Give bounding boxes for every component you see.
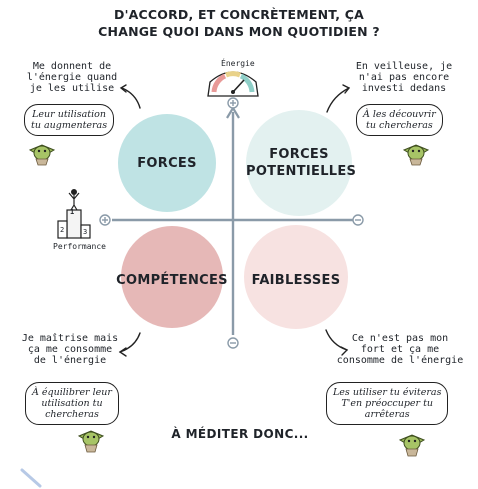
note-line: de l'énergie — [33, 355, 107, 366]
yoda-bottom-right-icon — [398, 434, 426, 457]
bubble-line: Les utiliser tu éviteras — [333, 387, 442, 398]
gauge-icon — [207, 71, 259, 97]
podium-first: 1 — [70, 208, 75, 216]
bubble-line: arrêteras — [364, 409, 410, 420]
yoda-top-right-icon — [402, 144, 430, 166]
page-title: D'ACCORD, ET CONCRÈTEMENT, ÇA CHANGE QUO… — [60, 6, 418, 40]
bubble-line: tu augmenteras — [31, 120, 108, 131]
faiblesses-label: FAIBLESSES — [251, 273, 341, 288]
note-line: Me donnent de — [32, 61, 112, 72]
note-line: ça me consomme — [27, 344, 113, 355]
footer-text: À MÉDITER DONC... — [171, 427, 309, 441]
note-line: Je maîtrise mais — [21, 333, 119, 344]
arrow-top-left — [121, 87, 141, 109]
note-line: investi dedans — [361, 83, 447, 94]
title-line-1: D'ACCORD, ET CONCRÈTEMENT, ÇA — [114, 7, 364, 22]
note-line: Ce n'est pas mon — [351, 333, 449, 344]
podium-second: 2 — [60, 226, 65, 234]
forces-potentielles-line-2: POTENTIELLES — [246, 164, 357, 179]
note-line: je les utilise — [29, 83, 115, 94]
forces-potentielles-label: FORCES POTENTIELLES — [246, 146, 357, 180]
bubble-top-left: Leur utilisation tu augmenteras — [24, 104, 115, 136]
bubble-bottom-right: Les utiliser tu éviteras T'en préoccuper… — [326, 382, 449, 425]
note-line: fort et ça me — [360, 344, 440, 355]
vertical-axis — [226, 105, 240, 335]
bubble-line: utilisation tu — [41, 398, 103, 409]
faiblesses-circle — [244, 225, 348, 329]
note-bottom-left: Je maîtrise mais ça me consomme de l'éne… — [20, 333, 120, 366]
yoda-bottom-left-icon — [77, 430, 105, 453]
forces-potentielles-line-1: FORCES — [269, 147, 329, 162]
podium-third: 3 — [83, 228, 88, 236]
forces-label: FORCES — [137, 156, 197, 171]
arrow-bottom-left — [119, 332, 141, 353]
yoda-top-left-icon — [28, 144, 56, 166]
note-line: n'ai pas encore — [358, 72, 450, 83]
title-line-2: CHANGE QUOI DANS MON QUOTIDIEN ? — [98, 24, 380, 39]
bubble-line: tu chercheras — [366, 120, 433, 131]
bubble-top-right: À les découvrir tu chercheras — [356, 104, 443, 136]
note-top-right: En veilleuse, je n'ai pas encore investi… — [352, 61, 456, 94]
competences-circle — [121, 226, 223, 328]
performance-axis-label: Performance — [53, 242, 106, 251]
energy-axis-label: Énergie — [221, 59, 255, 68]
bubble-line: À les découvrir — [363, 109, 436, 120]
note-line: l'énergie quand — [26, 72, 118, 83]
note-bottom-right: Ce n'est pas mon fort et ça me consomme … — [334, 333, 466, 366]
bubble-line: Leur utilisation — [32, 109, 106, 120]
bubble-line: T'en préoccuper tu — [341, 398, 434, 409]
forces-circle — [118, 114, 216, 212]
bubble-bottom-left: À équilibrer leur utilisation tu cherche… — [25, 382, 119, 425]
arrow-top-right — [326, 87, 350, 113]
forces-potentielles-circle — [246, 110, 352, 216]
bubble-line: chercheras — [45, 409, 99, 420]
podium-icon — [57, 189, 91, 239]
note-top-left: Me donnent de l'énergie quand je les uti… — [24, 61, 120, 94]
note-line: consomme de l'énergie — [336, 355, 464, 366]
note-line: En veilleuse, je — [355, 61, 453, 72]
bubble-line: À équilibrer leur — [32, 387, 112, 398]
competences-label: COMPÉTENCES — [116, 273, 228, 288]
pen-mark-icon — [20, 468, 42, 488]
